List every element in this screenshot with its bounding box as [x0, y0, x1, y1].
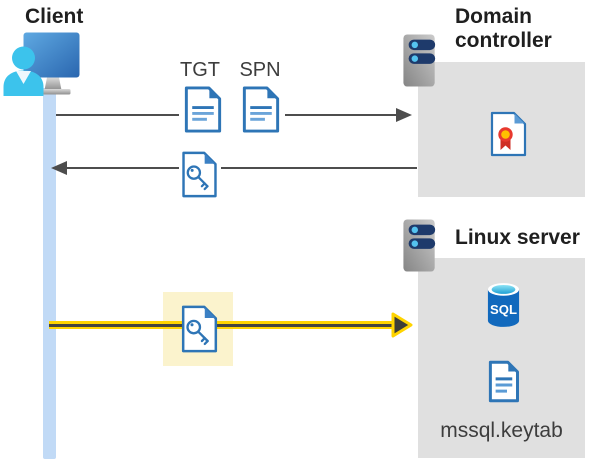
key-document-icon	[182, 151, 217, 198]
response-arrow-line	[221, 167, 417, 169]
client-computer-user-icon	[3, 32, 80, 96]
auth-flow-arrowhead-icon	[391, 312, 413, 338]
request-arrowhead-icon	[396, 108, 412, 122]
request-arrow-line	[285, 114, 396, 116]
linux-server-icon	[403, 219, 436, 272]
spn-document-icon	[242, 86, 280, 133]
sql-database-icon: SQL	[487, 283, 520, 327]
auth-flow-arrow	[49, 321, 393, 329]
domain-controller-server-icon	[403, 34, 436, 87]
spn-label: SPN	[239, 59, 281, 81]
tgt-label: TGT	[180, 59, 220, 81]
monitor-stand-icon	[44, 77, 62, 90]
linux-server-label: Linux server	[455, 226, 580, 249]
client-timeline-bar	[43, 88, 56, 459]
auth-flow-arrow-core	[49, 323, 393, 327]
certificate-icon	[490, 111, 527, 157]
monitor-icon	[23, 32, 80, 78]
person-icon	[3, 46, 44, 96]
keytab-document-icon	[488, 360, 519, 403]
domain-controller-label: Domain controller	[455, 5, 552, 52]
key-document-icon	[181, 305, 218, 353]
response-arrowhead-icon	[51, 161, 67, 175]
client-label: Client	[25, 5, 84, 28]
monitor-base-icon	[39, 89, 71, 95]
keytab-filename-label: mssql.keytab	[440, 419, 563, 442]
sql-badge-label: SQL	[490, 302, 517, 317]
tgt-document-icon	[184, 86, 222, 133]
request-arrow-line	[56, 114, 179, 116]
response-arrow-line	[67, 167, 179, 169]
